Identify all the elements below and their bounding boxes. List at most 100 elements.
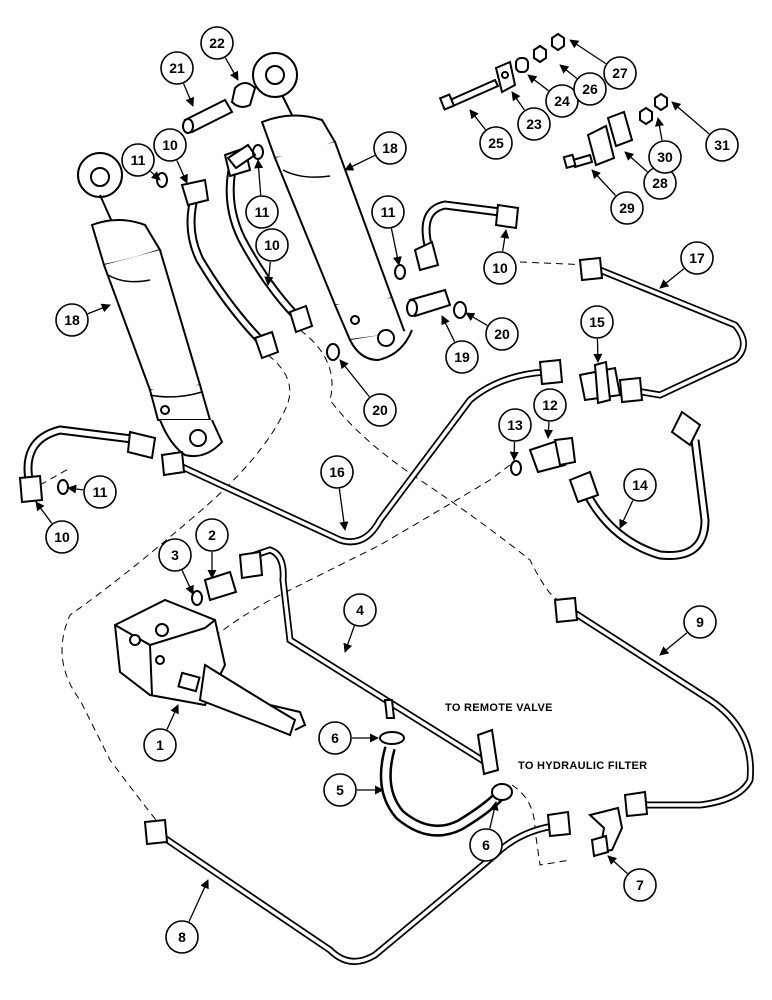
- callout-number: 23: [526, 116, 542, 132]
- elbow-fitting-upper: [226, 143, 257, 170]
- hose-14: [568, 410, 710, 561]
- callout-circle: [485, 317, 519, 351]
- note-to-hydraulic-filter: TO HYDRAULIC FILTER: [518, 760, 647, 772]
- callout-number: 10: [264, 237, 280, 253]
- callout-c24: 24: [527, 74, 579, 118]
- callout-number: 11: [93, 484, 108, 500]
- callout-number: 4: [356, 602, 364, 618]
- callout-c22: 22: [200, 26, 239, 81]
- callout-c20a: 20: [465, 312, 519, 351]
- callout-c9: 9: [659, 605, 717, 656]
- callout-number: 25: [488, 135, 504, 151]
- callout-c7: 7: [607, 855, 657, 902]
- callout-number: 10: [54, 529, 70, 545]
- callout-circle: [371, 195, 405, 229]
- callout-c26: 26: [559, 64, 607, 106]
- callout-circle: [483, 251, 517, 285]
- callout-circle: [245, 195, 279, 229]
- right-cylinder: [252, 52, 413, 362]
- callout-c8: 8: [165, 879, 209, 954]
- callout-leader: [511, 91, 525, 111]
- callout-circle: [143, 728, 177, 762]
- callout-c10b: 10: [255, 228, 289, 286]
- callout-c31: 31: [671, 101, 739, 162]
- callout-circle: [545, 84, 579, 118]
- callout-c30: 30: [648, 117, 682, 174]
- callout-circle: [318, 721, 352, 755]
- callout-number: 18: [64, 312, 80, 328]
- callout-circle: [573, 72, 607, 106]
- callout-number: 11: [381, 204, 396, 220]
- callout-leader: [344, 154, 376, 171]
- callout-c20b: 20: [339, 359, 397, 427]
- callout-circle: [320, 455, 354, 489]
- callout-c21: 21: [160, 51, 195, 107]
- callout-circle: [623, 468, 657, 502]
- callout-leader: [619, 500, 634, 529]
- callout-leader: [659, 632, 688, 656]
- callout-leader: [264, 261, 274, 286]
- callout-circle: [623, 868, 657, 902]
- callout-circle: [83, 475, 117, 509]
- callout-c11b: 11: [67, 475, 117, 509]
- callout-leader: [390, 228, 402, 266]
- callout-c23: 23: [511, 91, 551, 141]
- callout-number: 12: [542, 397, 558, 413]
- callout-leader: [543, 421, 554, 439]
- callout-circle: [469, 828, 503, 862]
- callout-circle: [158, 538, 192, 572]
- callout-leader: [182, 83, 195, 107]
- callout-circle: [121, 143, 155, 177]
- tube-8: [143, 810, 572, 965]
- callout-c10a: 10: [153, 128, 188, 184]
- callout-circle: [363, 393, 397, 427]
- callout-c10c: 10: [483, 229, 517, 285]
- dashed-routing-lines: [39, 261, 591, 866]
- callout-number: 11: [131, 152, 146, 168]
- callout-leader: [469, 109, 486, 131]
- callout-number: 28: [652, 175, 668, 191]
- callout-c6b: 6: [469, 801, 503, 862]
- callout-leader: [343, 625, 355, 653]
- hardware-23-31: [438, 32, 668, 170]
- callout-c13: 13: [498, 408, 532, 461]
- fitting-2: [203, 570, 238, 602]
- callout-c25: 25: [469, 109, 513, 160]
- callout-number: 19: [454, 349, 470, 365]
- pin-21: [182, 98, 234, 134]
- callout-c11c: 11: [245, 159, 279, 229]
- callout-c1: 1: [143, 704, 179, 762]
- callout-circle: [610, 191, 644, 225]
- callout-circle: [479, 126, 513, 160]
- callout-leader: [671, 101, 710, 135]
- callout-circle: [517, 107, 551, 141]
- callout-number: 2: [208, 527, 216, 543]
- callout-leader: [659, 268, 685, 289]
- callout-number: 20: [494, 326, 510, 342]
- callout-number: 3: [171, 547, 179, 563]
- callout-c10d: 10: [35, 501, 79, 554]
- callout-leader: [67, 484, 84, 494]
- hose-10-left: [18, 425, 157, 504]
- callout-number: 6: [482, 837, 490, 853]
- callout-circle: [200, 26, 234, 60]
- callout-number: 30: [657, 149, 673, 165]
- callout-leader: [527, 74, 549, 92]
- callout-number: 24: [554, 93, 570, 109]
- callout-circle: [445, 340, 479, 374]
- callout-leader: [224, 57, 239, 81]
- callout-number: 1: [156, 737, 164, 753]
- callout-number: 20: [372, 402, 388, 418]
- callout-number: 8: [178, 929, 186, 945]
- callout-circle: [498, 408, 532, 442]
- callout-c4: 4: [343, 593, 377, 653]
- nuts-6: [379, 731, 513, 801]
- tube-16: [160, 358, 564, 546]
- callout-leader: [624, 151, 648, 173]
- callout-c18a: 18: [55, 303, 111, 337]
- callout-number: 27: [612, 65, 628, 81]
- callout-circle: [683, 605, 717, 639]
- callout-number: 5: [336, 782, 344, 798]
- callout-leader: [181, 570, 194, 595]
